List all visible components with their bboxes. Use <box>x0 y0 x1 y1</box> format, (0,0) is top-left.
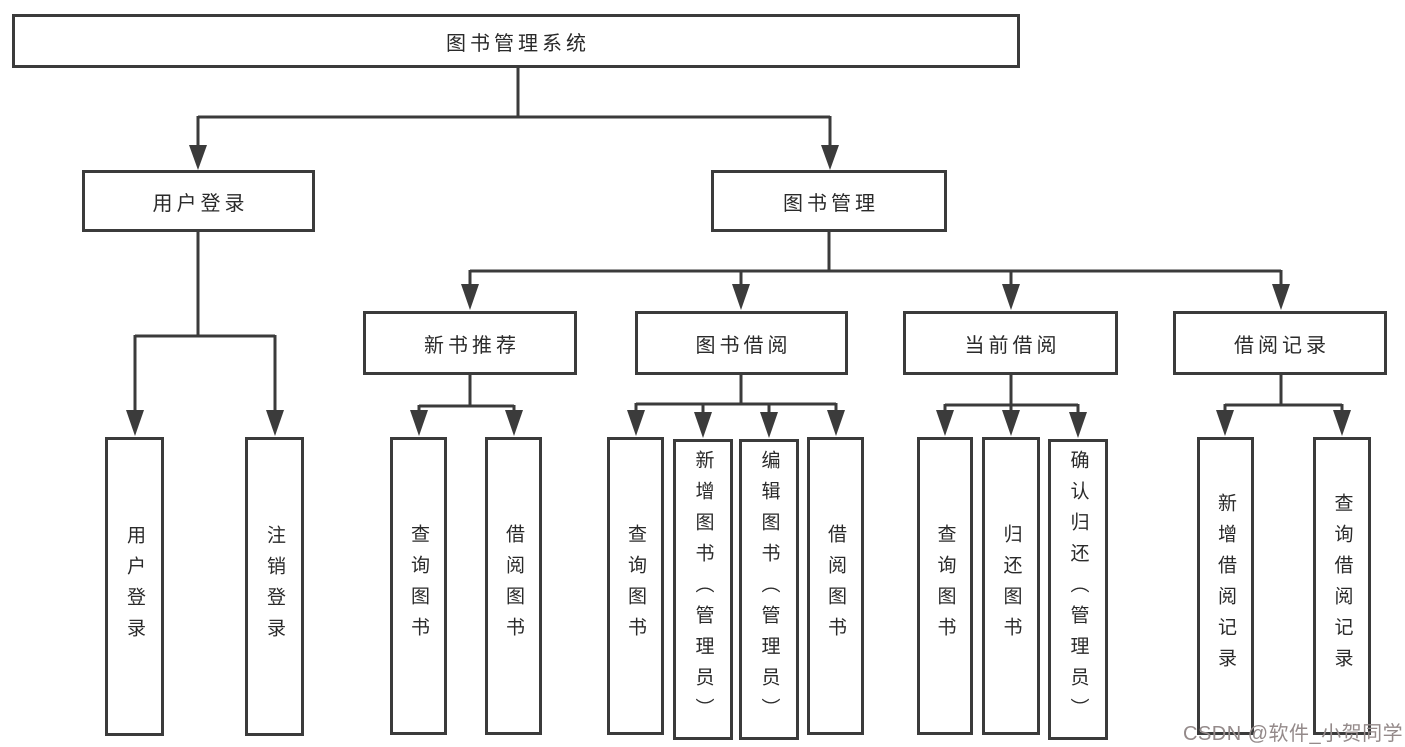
node-borrowing-records: 借阅记录 <box>1173 311 1387 375</box>
node-label: 图书管理系统 <box>446 32 590 55</box>
leaf-label: 查询图书 <box>625 524 646 648</box>
leaf-confirm-return-admin: 确认归还（管理员） <box>1048 439 1108 740</box>
connector-borrow-records-children <box>1216 375 1351 436</box>
connector-book-borrow-children <box>627 375 845 438</box>
node-label: 图书借阅 <box>695 334 792 357</box>
node-book-borrowing: 图书借阅 <box>635 311 848 375</box>
leaf-label: 编辑图书（管理员） <box>758 450 780 729</box>
connector-root-to-level2 <box>189 68 839 170</box>
leaf-borrow-books-recommend: 借阅图书 <box>485 437 542 735</box>
leaf-edit-books-admin: 编辑图书（管理员） <box>739 439 799 740</box>
leaf-label: 注销登录 <box>264 524 285 649</box>
leaf-user-login: 用户登录 <box>105 437 164 736</box>
node-user-login: 用户登录 <box>82 170 315 232</box>
connector-current-borrow-children <box>936 375 1087 438</box>
leaf-label: 查询图书 <box>934 524 956 648</box>
node-label: 当前借阅 <box>964 334 1061 357</box>
node-new-book-recommend: 新书推荐 <box>363 311 577 375</box>
leaf-query-books-current: 查询图书 <box>917 437 973 735</box>
leaf-add-books-admin: 新增图书（管理员） <box>673 439 733 740</box>
leaf-label: 查询借阅记录 <box>1331 493 1353 679</box>
leaf-label: 新增图书（管理员） <box>692 450 714 729</box>
leaf-label: 借阅图书 <box>825 524 846 648</box>
leaf-borrow-books: 借阅图书 <box>807 437 864 735</box>
node-label: 用户登录 <box>152 192 249 215</box>
node-label: 图书管理 <box>783 192 879 215</box>
connector-user-login-children <box>126 232 284 436</box>
leaf-return-books: 归还图书 <box>982 437 1040 735</box>
leaf-label: 确认归还（管理员） <box>1067 450 1089 729</box>
leaf-query-books-recommend: 查询图书 <box>390 437 447 735</box>
csdn-watermark: CSDN @软件_小贺同学 <box>1183 723 1404 745</box>
leaf-label: 借阅图书 <box>503 524 524 648</box>
leaf-label: 查询图书 <box>408 524 429 648</box>
leaf-label: 用户登录 <box>124 524 145 649</box>
connector-new-book-rec-children <box>410 375 523 436</box>
leaf-query-borrow-record: 查询借阅记录 <box>1313 437 1371 735</box>
node-current-borrowing: 当前借阅 <box>903 311 1118 375</box>
leaf-query-books-borrowing: 查询图书 <box>607 437 664 735</box>
leaf-add-borrow-record: 新增借阅记录 <box>1197 437 1254 735</box>
node-label: 借阅记录 <box>1234 334 1330 357</box>
connector-book-mgmt-children <box>461 232 1290 310</box>
node-library-management-system: 图书管理系统 <box>12 14 1020 68</box>
leaf-logout: 注销登录 <box>245 437 304 736</box>
leaf-label: 归还图书 <box>1000 524 1022 648</box>
node-label: 新书推荐 <box>424 334 520 357</box>
leaf-label: 新增借阅记录 <box>1215 493 1236 679</box>
node-book-management: 图书管理 <box>711 170 947 232</box>
